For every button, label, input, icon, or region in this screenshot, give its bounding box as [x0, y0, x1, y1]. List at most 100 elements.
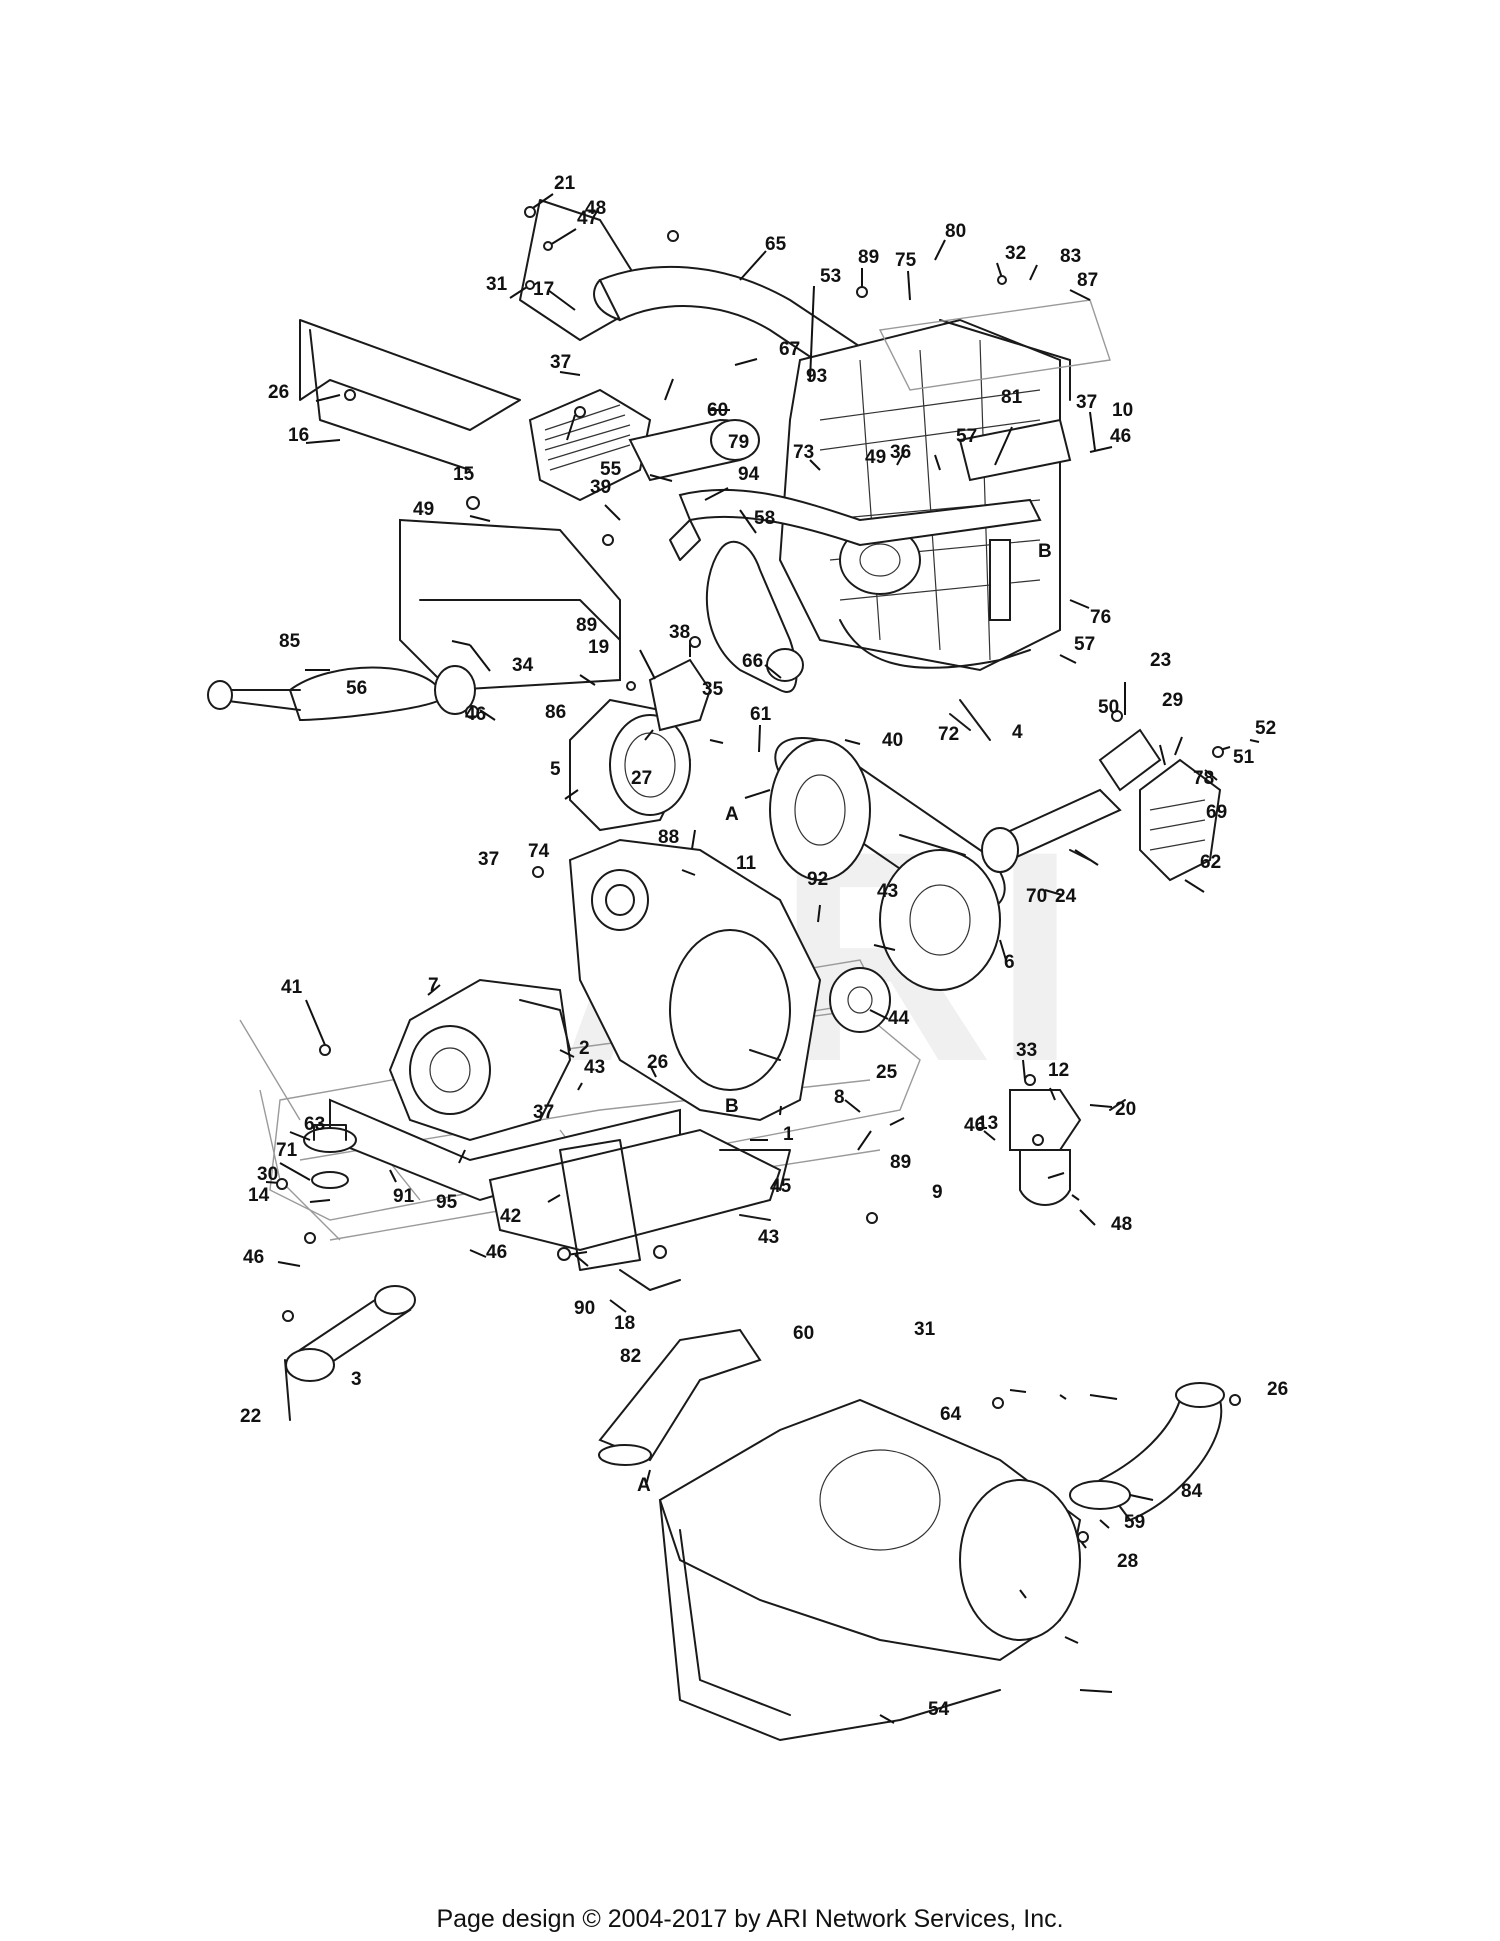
part-callout: 60 — [707, 400, 728, 421]
part-callout: 3 — [351, 1369, 362, 1390]
part-callout: 20 — [1115, 1099, 1136, 1120]
part-callout: 85 — [279, 631, 301, 652]
part-callout: 33 — [1016, 1040, 1037, 1061]
part-callout: 37 — [478, 849, 499, 870]
part-callout: 46 — [1110, 426, 1131, 447]
part-callout: 49 — [413, 499, 434, 520]
part-callout: 26 — [1267, 1379, 1288, 1400]
part-callout: 16 — [288, 425, 309, 446]
part-callout: 48 — [585, 198, 606, 219]
part-callout: 21 — [554, 173, 576, 194]
part-callout: 37 — [550, 352, 571, 373]
front-driveshaft — [981, 728, 1162, 873]
part-callout: 2 — [579, 1038, 590, 1059]
reference-letter: A — [725, 804, 739, 825]
reference-letter: B — [1038, 541, 1052, 562]
part-callout: 74 — [528, 841, 550, 862]
part-callout: 95 — [436, 1192, 458, 1213]
part-callout: 31 — [914, 1319, 936, 1340]
cvt-intake-duct — [598, 1328, 762, 1466]
part-callout: 78 — [1193, 768, 1214, 789]
part-callout: 91 — [393, 1186, 415, 1207]
part-callout: 50 — [1098, 697, 1119, 718]
part-callout: 10 — [1112, 400, 1133, 421]
part-callout: 28 — [1117, 1551, 1138, 1572]
part-callout: 30 — [257, 1164, 278, 1185]
part-callout: 55 — [600, 459, 622, 480]
part-callout: 57 — [956, 426, 977, 447]
part-callout: 89 — [858, 247, 879, 268]
part-callout: 12 — [1048, 1060, 1069, 1081]
cvt-inner-cover — [568, 838, 822, 1122]
part-callout: 82 — [620, 1346, 641, 1367]
part-callout: 46 — [243, 1247, 264, 1268]
part-callout: 61 — [750, 704, 772, 725]
reference-letter: B — [725, 1096, 739, 1117]
part-callout: 80 — [945, 221, 966, 242]
part-callout: 37 — [533, 1102, 554, 1123]
part-callout: 9 — [932, 1182, 943, 1203]
part-callout: 44 — [888, 1008, 910, 1029]
part-callout: 46 — [486, 1242, 507, 1263]
part-callout: 54 — [928, 1699, 950, 1720]
cvt-clutches — [769, 737, 1006, 1033]
part-callout: 42 — [500, 1206, 521, 1227]
part-callout: 67 — [779, 339, 800, 360]
part-callout: 89 — [576, 615, 597, 636]
copyright-footer: Page design © 2004-2017 by ARI Network S… — [436, 1905, 1064, 1933]
part-callout: 43 — [877, 881, 898, 902]
part-callout: 73 — [793, 442, 814, 463]
part-callout: 26 — [647, 1052, 668, 1073]
part-callout: 13 — [977, 1113, 998, 1134]
part-callout: 23 — [1150, 650, 1171, 671]
part-callout: 41 — [281, 977, 303, 998]
cooling-fan — [1139, 758, 1222, 882]
part-callout: 52 — [1255, 718, 1276, 739]
part-callout: 38 — [669, 622, 690, 643]
part-callout: 60 — [793, 1323, 814, 1344]
part-callout: 11 — [736, 853, 757, 874]
part-callout: 35 — [702, 679, 724, 700]
part-callout: 29 — [1162, 690, 1183, 711]
part-callout: 24 — [1055, 886, 1077, 907]
part-callout: 70 — [1026, 886, 1047, 907]
part-callout: 7 — [428, 975, 439, 996]
part-callout: 31 — [486, 274, 508, 295]
cvt-exhaust-duct — [1069, 1382, 1225, 1522]
part-callout: 6 — [1004, 952, 1015, 973]
part-callout: 34 — [512, 655, 534, 676]
part-callout: 89 — [890, 1152, 911, 1173]
part-callout: 1 — [783, 1124, 794, 1145]
part-callout: 63 — [304, 1114, 325, 1135]
part-callout: 51 — [1233, 747, 1255, 768]
part-callout: 17 — [533, 279, 554, 300]
part-callout: 69 — [1206, 802, 1227, 823]
part-callout: 87 — [1077, 270, 1098, 291]
part-callout: 84 — [1181, 1481, 1203, 1502]
part-callout: 86 — [545, 702, 566, 723]
part-callout: 64 — [940, 1404, 962, 1425]
part-callout: 32 — [1005, 243, 1026, 264]
part-callout: 48 — [1111, 1214, 1132, 1235]
engine-block — [778, 299, 1111, 672]
part-callout: 14 — [248, 1185, 270, 1206]
part-callout: 59 — [1124, 1512, 1145, 1533]
part-callout: 94 — [738, 464, 760, 485]
part-callout: 56 — [346, 678, 367, 699]
fuel-filter — [1009, 1089, 1082, 1206]
part-callout: 62 — [1200, 852, 1221, 873]
part-callout: 36 — [890, 442, 911, 463]
part-callout: 25 — [876, 1062, 898, 1083]
part-callout: 72 — [938, 724, 959, 745]
part-callout: 75 — [895, 250, 917, 271]
part-callout: 66 — [742, 651, 763, 672]
part-callout: 79 — [728, 432, 749, 453]
part-callout: 4 — [1012, 722, 1023, 743]
part-callout: 19 — [588, 637, 609, 658]
reference-letter: A — [637, 1475, 651, 1496]
part-callout: 81 — [1001, 387, 1023, 408]
part-callout: 45 — [770, 1176, 792, 1197]
part-callout: 83 — [1060, 246, 1081, 267]
part-callout: 26 — [268, 382, 289, 403]
